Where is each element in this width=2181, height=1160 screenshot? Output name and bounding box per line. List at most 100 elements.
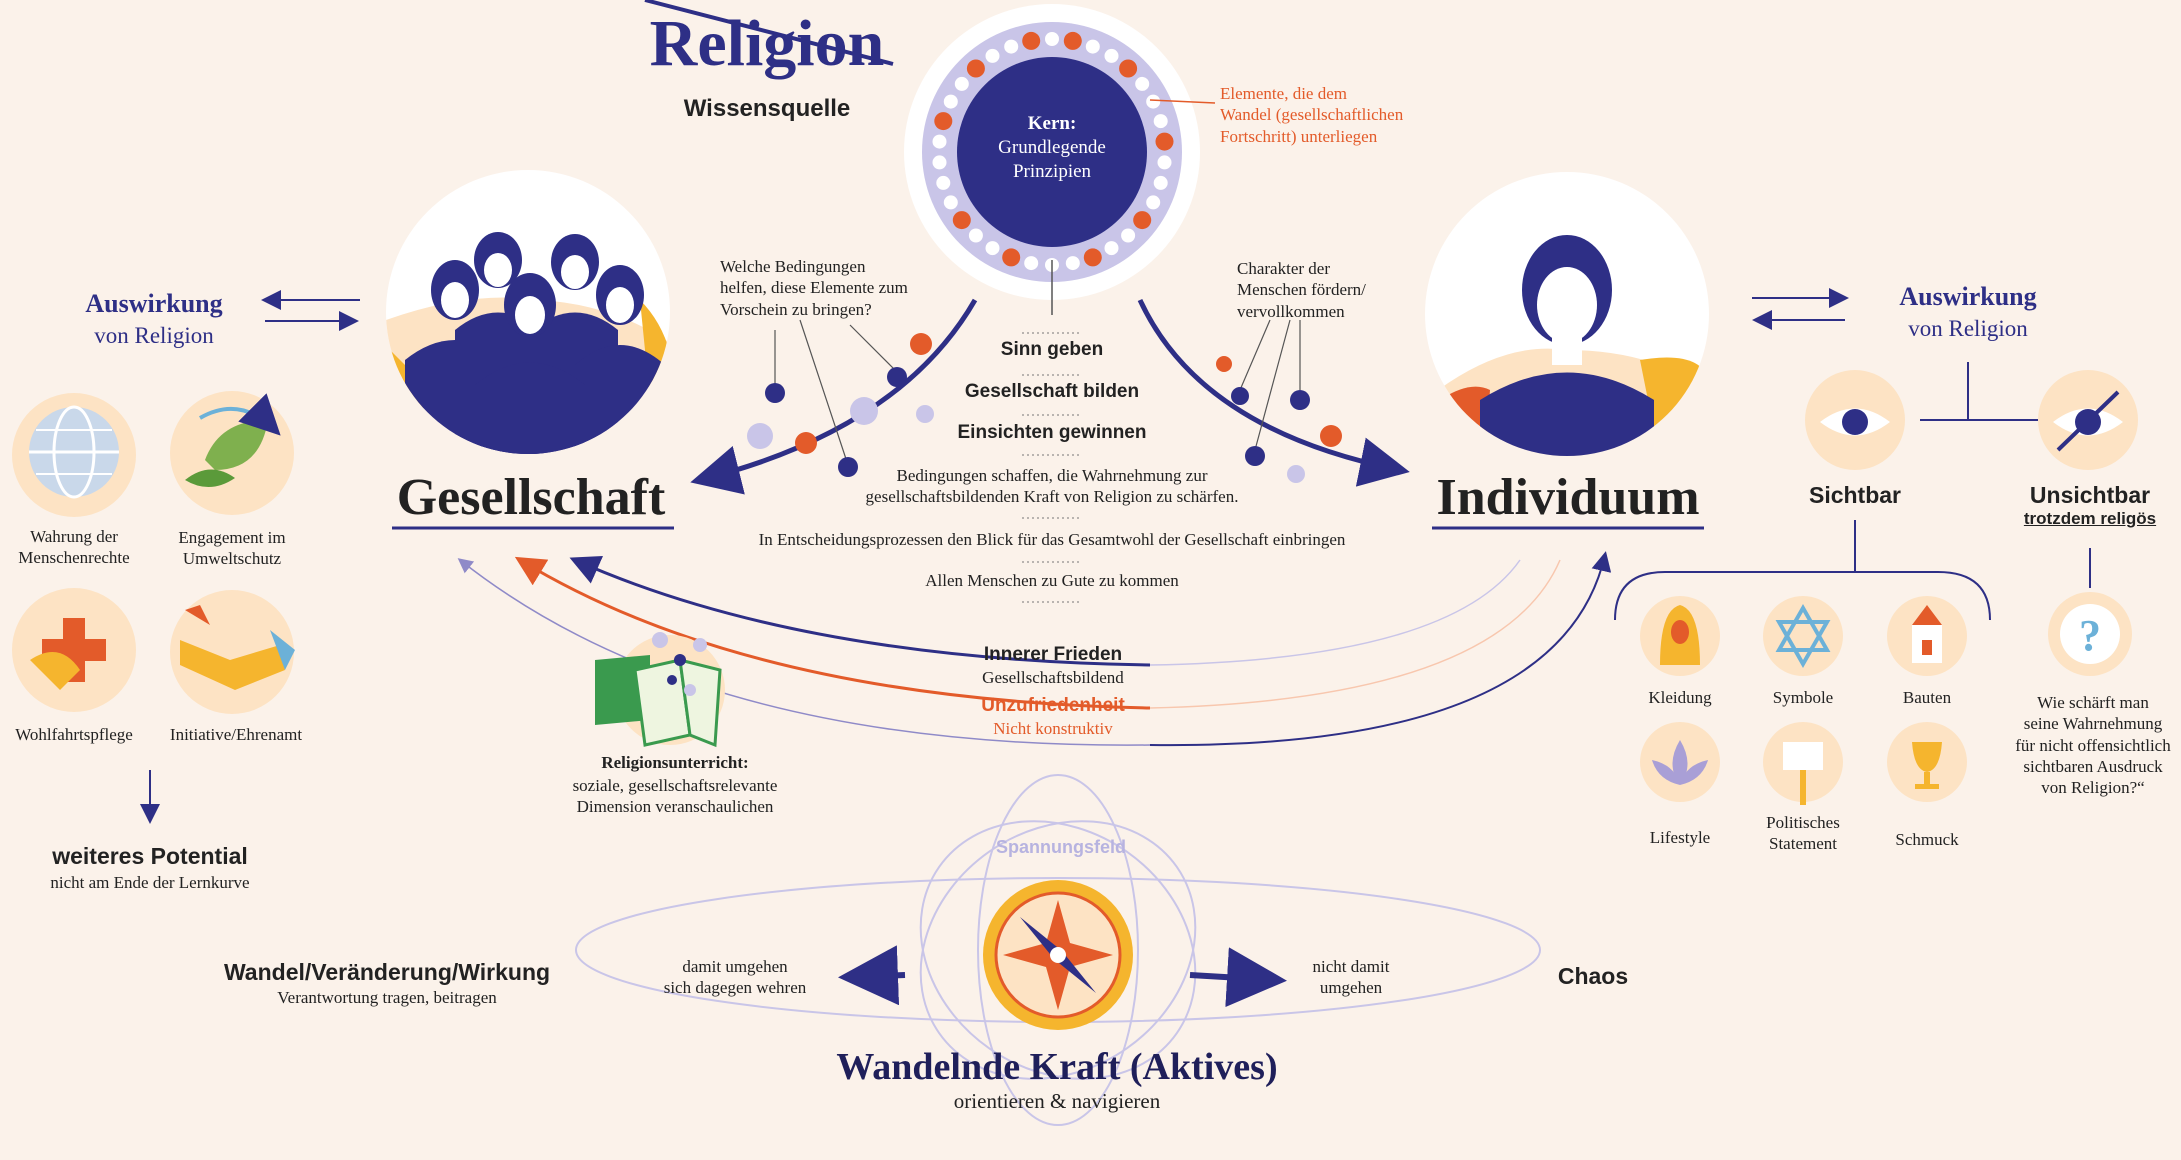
visible-item-symbole: Symbole bbox=[1772, 688, 1834, 707]
center-text-2: In Entscheidungsprozessen den Blick für … bbox=[758, 530, 1346, 549]
page-subtitle: Wissensquelle bbox=[683, 95, 851, 122]
ring-dot-white bbox=[1104, 48, 1119, 63]
individuum-label: Individuum bbox=[1436, 469, 1700, 526]
ring-dots bbox=[932, 31, 1174, 272]
wandel-sub: Verantwortung tragen, beitragen bbox=[277, 988, 497, 1007]
ring-dot-orange bbox=[966, 59, 985, 78]
eye-slash-icon bbox=[2038, 370, 2138, 470]
question-icon bbox=[2048, 592, 2132, 676]
ring-dot-orange bbox=[1133, 211, 1152, 230]
invisible-sub: trotzdem religös bbox=[2023, 509, 2157, 528]
ring-dot-white bbox=[943, 195, 958, 210]
cross-hands-label: Wohlfahrtspflege bbox=[15, 725, 133, 744]
left-effect-sub: von Religion bbox=[94, 323, 214, 348]
center-item-1: Sinn geben bbox=[1000, 339, 1104, 360]
center-text-3: Allen Menschen zu Gute zu kommen bbox=[925, 571, 1179, 590]
visible-item-kleidung: Kleidung bbox=[1648, 688, 1712, 707]
ring-dot-white bbox=[932, 134, 947, 149]
leaf-label: Engagement im Umweltschutz bbox=[178, 528, 286, 569]
beads-right bbox=[1216, 356, 1342, 483]
bead-lines-right bbox=[1239, 319, 1301, 451]
elements-pointer-line bbox=[1149, 99, 1216, 104]
invisible-label: Unsichtbar bbox=[2029, 482, 2151, 508]
ring-dot-white bbox=[985, 241, 1000, 256]
arc-inner-peace bbox=[569, 556, 1151, 667]
book-icon bbox=[595, 632, 725, 748]
visible-bracket bbox=[1614, 571, 1991, 621]
church-icon bbox=[1887, 596, 1967, 676]
arc-right-3 bbox=[1149, 551, 1612, 747]
headscarf-icon bbox=[1640, 596, 1720, 676]
deal-left: damit umgehen sich dagegen wehren bbox=[663, 957, 807, 998]
arrow-to-individuum bbox=[1137, 298, 1410, 487]
ring-dot-orange bbox=[1002, 248, 1021, 267]
religion-core bbox=[904, 4, 1200, 300]
potential-sub: nicht am Ende der Lernkurve bbox=[50, 873, 250, 892]
individuum-illustration bbox=[1425, 172, 1709, 456]
ring-dot-orange bbox=[952, 211, 971, 230]
ring-dot-white bbox=[1045, 32, 1059, 46]
center-item-3: Einsichten gewinnen bbox=[957, 422, 1147, 443]
ring-dot-white bbox=[936, 175, 951, 190]
visible-item-bauten: Bauten bbox=[1902, 688, 1952, 707]
ring-dot-white bbox=[932, 155, 947, 170]
page-title: Religion bbox=[649, 7, 885, 80]
center-item-2: Gesellschaft bilden bbox=[964, 381, 1140, 402]
gesellschaft-illustration bbox=[386, 170, 670, 454]
chalice-icon bbox=[1887, 722, 1967, 802]
question-mark-text: Wie schärft man seine Wahrnehmung für ni… bbox=[2015, 693, 2171, 797]
ring-dot-white bbox=[1153, 114, 1168, 129]
ring-dot-orange bbox=[1022, 31, 1041, 50]
ring-dot-white bbox=[1146, 94, 1161, 109]
leaf-icon bbox=[170, 391, 294, 515]
potential-title: weiteres Potential bbox=[52, 843, 248, 869]
ring-dot-orange bbox=[1083, 248, 1102, 267]
visible-item-lifestyle: Lifestyle bbox=[1649, 828, 1711, 847]
ring-dot-white bbox=[954, 76, 969, 91]
arc-unrest bbox=[514, 556, 1151, 710]
arc-right-2 bbox=[1149, 559, 1561, 709]
ring-dot-white bbox=[1135, 76, 1150, 91]
ring-dot-white bbox=[1157, 155, 1172, 170]
peace-sub: Gesellschaftsbildend bbox=[982, 668, 1124, 687]
question-right: Charakter der Menschen fördern/ vervollk… bbox=[1237, 259, 1366, 321]
visible-item-schmuck: Schmuck bbox=[1895, 830, 1959, 849]
elements-note: Elemente, die dem Wandel (gesellschaftli… bbox=[1220, 84, 1404, 146]
center-text-1: Bedingungen schaffen, die Wahrnehmung zu… bbox=[865, 466, 1239, 507]
right-effect-title: Auswirkung bbox=[1899, 282, 2037, 311]
right-effect-sub: von Religion bbox=[1908, 316, 2028, 341]
ring-dot-white bbox=[1146, 195, 1161, 210]
ring-dot-white bbox=[1004, 39, 1019, 54]
force-title: Wandelnde Kraft (Aktives) bbox=[836, 1046, 1278, 1088]
ring-dot-white bbox=[1065, 256, 1080, 271]
question-mark-glyph: ? bbox=[2079, 611, 2101, 660]
arc-lilac-left bbox=[457, 558, 1151, 746]
globe-label: Wahrung der Menschenrechte bbox=[18, 527, 130, 568]
force-sub: orientieren & navigieren bbox=[953, 1089, 1161, 1113]
arc-right-1 bbox=[1149, 559, 1521, 666]
core-heading: Kern: bbox=[1027, 113, 1077, 134]
lotus-icon bbox=[1640, 722, 1720, 802]
gesellschaft-label: Gesellschaft bbox=[396, 469, 666, 526]
sign-icon bbox=[1763, 722, 1843, 805]
arrow-left-deal bbox=[838, 945, 906, 1006]
arrow-to-gesellschaft bbox=[690, 298, 978, 495]
ring-dot-orange bbox=[1119, 59, 1138, 78]
star-of-david-icon bbox=[1763, 596, 1843, 676]
ring-dot-white bbox=[943, 94, 958, 109]
religionsunterricht-text: soziale, gesellschaftsrelevante Dimensio… bbox=[572, 776, 778, 817]
visible-item-politisch: Politisches Statement bbox=[1766, 813, 1840, 854]
ring-dot-orange bbox=[934, 112, 953, 131]
bead-lines-left bbox=[774, 319, 896, 466]
deal-right: nicht damit umgehen bbox=[1312, 957, 1390, 998]
title-underline bbox=[644, 0, 894, 66]
visible-label: Sichtbar bbox=[1808, 482, 1902, 508]
question-left: Welche Bedingungen helfen, diese Element… bbox=[720, 257, 908, 319]
compass-icon bbox=[983, 880, 1133, 1030]
beads-left bbox=[747, 333, 934, 477]
ring-dot-white bbox=[968, 228, 983, 243]
unrest-title: Unzufriedenheit bbox=[981, 695, 1125, 716]
ring-dot-orange bbox=[1155, 132, 1174, 151]
core-text: Grundlegende Prinzipien bbox=[998, 137, 1106, 182]
